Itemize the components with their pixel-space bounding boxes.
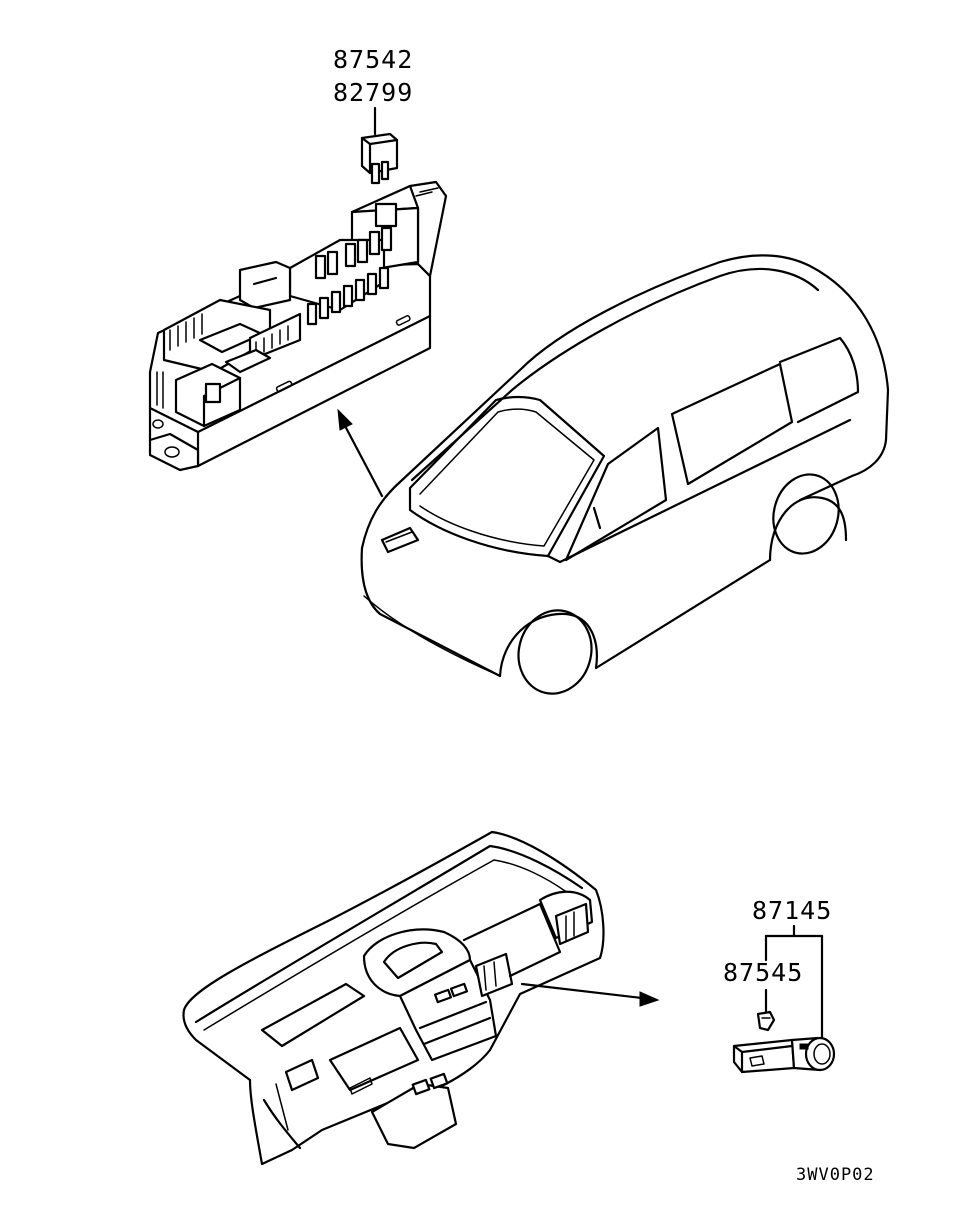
switch-icon[interactable] xyxy=(732,1036,836,1074)
van-icon xyxy=(360,254,890,695)
dashboard-icon xyxy=(182,830,605,1166)
clip-icon[interactable] xyxy=(756,1010,776,1032)
location-arrow-block xyxy=(337,408,384,498)
relay-part-number-1: 87542 xyxy=(333,45,413,74)
junction-block-icon[interactable] xyxy=(148,180,448,472)
clip-part-number: 87545 xyxy=(723,958,803,987)
relay-icon[interactable] xyxy=(360,132,399,185)
diagram-code: 3WV0P02 xyxy=(796,1165,875,1185)
relay-part-number-2: 82799 xyxy=(333,78,413,107)
switch-leader-lines xyxy=(764,924,824,1042)
location-arrow-switch xyxy=(520,982,660,1007)
switch-part-number: 87145 xyxy=(752,896,832,925)
